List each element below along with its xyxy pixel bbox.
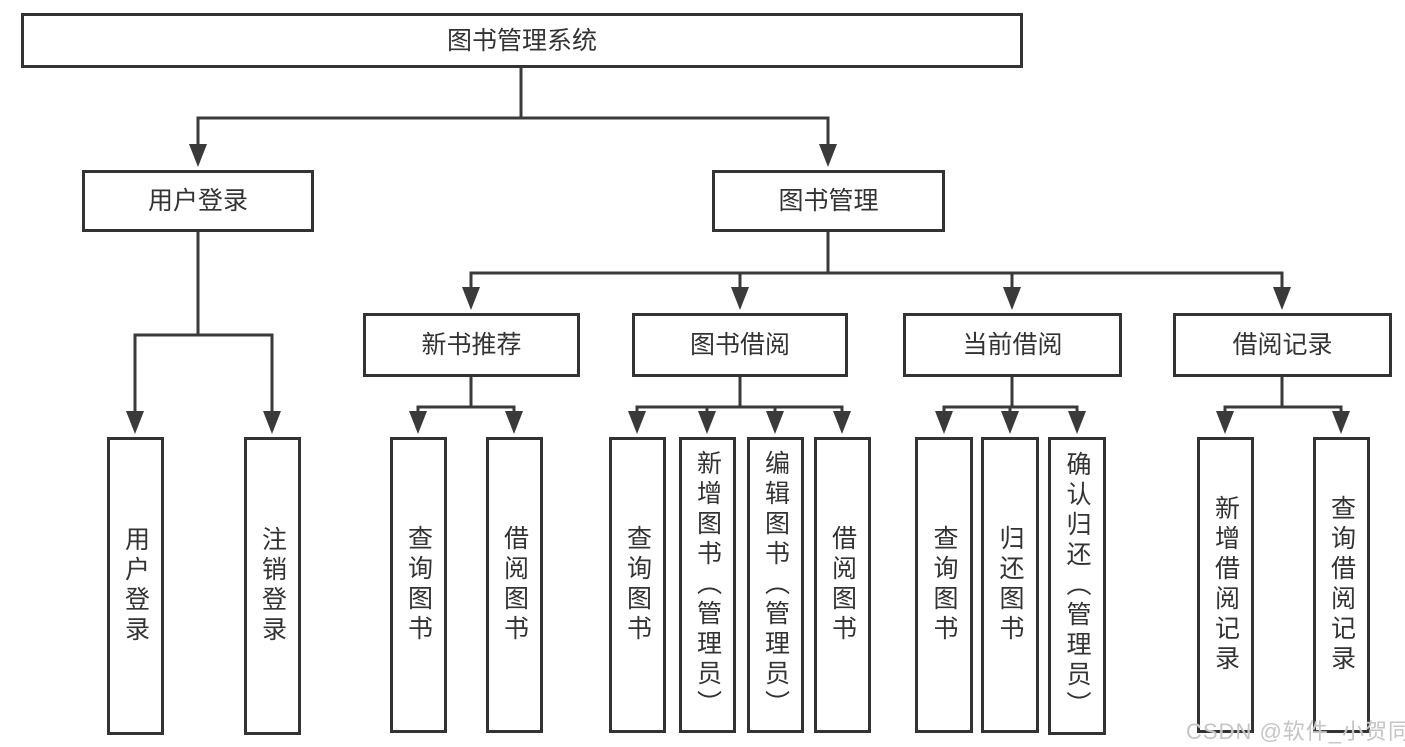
node-leaf-logout: 注销登录	[244, 437, 301, 735]
node-leaf-edit-books-admin: 编辑图书（管理员）	[747, 437, 804, 733]
node-leaf-query-books-3: 查询图书	[915, 437, 973, 733]
node-new-book-recommend: 新书推荐	[363, 313, 580, 377]
node-label-leaf-borrow-books-1: 借阅图书	[500, 525, 529, 645]
arrowhead-icon	[409, 411, 427, 434]
node-label-leaf-borrow-books-2: 借阅图书	[828, 525, 857, 645]
node-label-leaf-return-books: 归还图书	[996, 525, 1024, 645]
node-label-leaf-user-login: 用户登录	[121, 526, 150, 646]
node-label-book-borrowing: 图书借阅	[689, 331, 790, 359]
arrowhead-icon	[462, 287, 480, 310]
node-leaf-return-books: 归还图书	[981, 437, 1039, 733]
arrowhead-icon	[1001, 411, 1019, 434]
watermark-text: CSDN @软件_小贺同学	[1186, 719, 1405, 744]
node-label-leaf-add-books-admin: 新增图书（管理员）	[693, 450, 722, 720]
node-label-leaf-query-books-1: 查询图书	[404, 525, 433, 645]
node-label-leaf-query-borrow-record: 查询借阅记录	[1327, 495, 1356, 675]
node-label-leaf-query-books-3: 查询图书	[930, 525, 958, 645]
arrowhead-icon	[1003, 287, 1021, 310]
node-leaf-add-books-admin: 新增图书（管理员）	[679, 437, 736, 733]
node-user-login: 用户登录	[82, 170, 314, 232]
node-book-management: 图书管理	[712, 170, 945, 232]
node-leaf-query-books-1: 查询图书	[390, 437, 447, 733]
arrowhead-icon	[263, 411, 281, 434]
node-label-user-login: 用户登录	[147, 187, 248, 215]
node-leaf-confirm-return-admin: 确认归还（管理员）	[1048, 437, 1106, 735]
arrowhead-icon	[1332, 411, 1350, 434]
arrowhead-icon	[766, 411, 784, 434]
node-leaf-query-borrow-record: 查询借阅记录	[1313, 437, 1370, 733]
node-label-new-book-recommend: 新书推荐	[421, 331, 522, 359]
arrowhead-icon	[189, 144, 207, 167]
node-library-management-system: 图书管理系统	[21, 13, 1023, 68]
arrowhead-icon	[628, 411, 646, 434]
node-leaf-add-borrow-record: 新增借阅记录	[1197, 437, 1254, 733]
arrowhead-icon	[731, 287, 749, 310]
arrowhead-icon	[935, 411, 953, 434]
node-leaf-borrow-books-1: 借阅图书	[486, 437, 543, 733]
node-borrowing-records: 借阅记录	[1173, 313, 1392, 377]
node-label-leaf-logout: 注销登录	[258, 526, 287, 646]
node-label-leaf-edit-books-admin: 编辑图书（管理员）	[761, 450, 790, 720]
node-label-leaf-query-books-2: 查询图书	[623, 525, 652, 645]
node-leaf-query-books-2: 查询图书	[609, 437, 666, 733]
arrowhead-icon	[833, 411, 851, 434]
node-current-borrowing: 当前借阅	[903, 313, 1122, 377]
arrowhead-icon	[126, 411, 144, 434]
node-label-library-management-system: 图书管理系统	[446, 26, 597, 55]
node-label-leaf-add-borrow-record: 新增借阅记录	[1211, 495, 1240, 675]
node-label-borrowing-records: 借阅记录	[1232, 331, 1333, 359]
arrowhead-icon	[505, 411, 523, 434]
node-book-borrowing: 图书借阅	[632, 313, 848, 377]
node-label-leaf-confirm-return-admin: 确认归还（管理员）	[1063, 451, 1091, 721]
arrowhead-icon	[698, 411, 716, 434]
node-label-current-borrowing: 当前借阅	[962, 331, 1063, 359]
arrowhead-icon	[1068, 411, 1086, 434]
node-label-book-management: 图书管理	[778, 187, 879, 215]
node-leaf-borrow-books-2: 借阅图书	[814, 437, 871, 733]
arrowhead-icon	[1273, 287, 1291, 310]
arrowhead-icon	[1216, 411, 1234, 434]
arrowhead-icon	[819, 144, 837, 167]
node-leaf-user-login: 用户登录	[107, 437, 164, 735]
